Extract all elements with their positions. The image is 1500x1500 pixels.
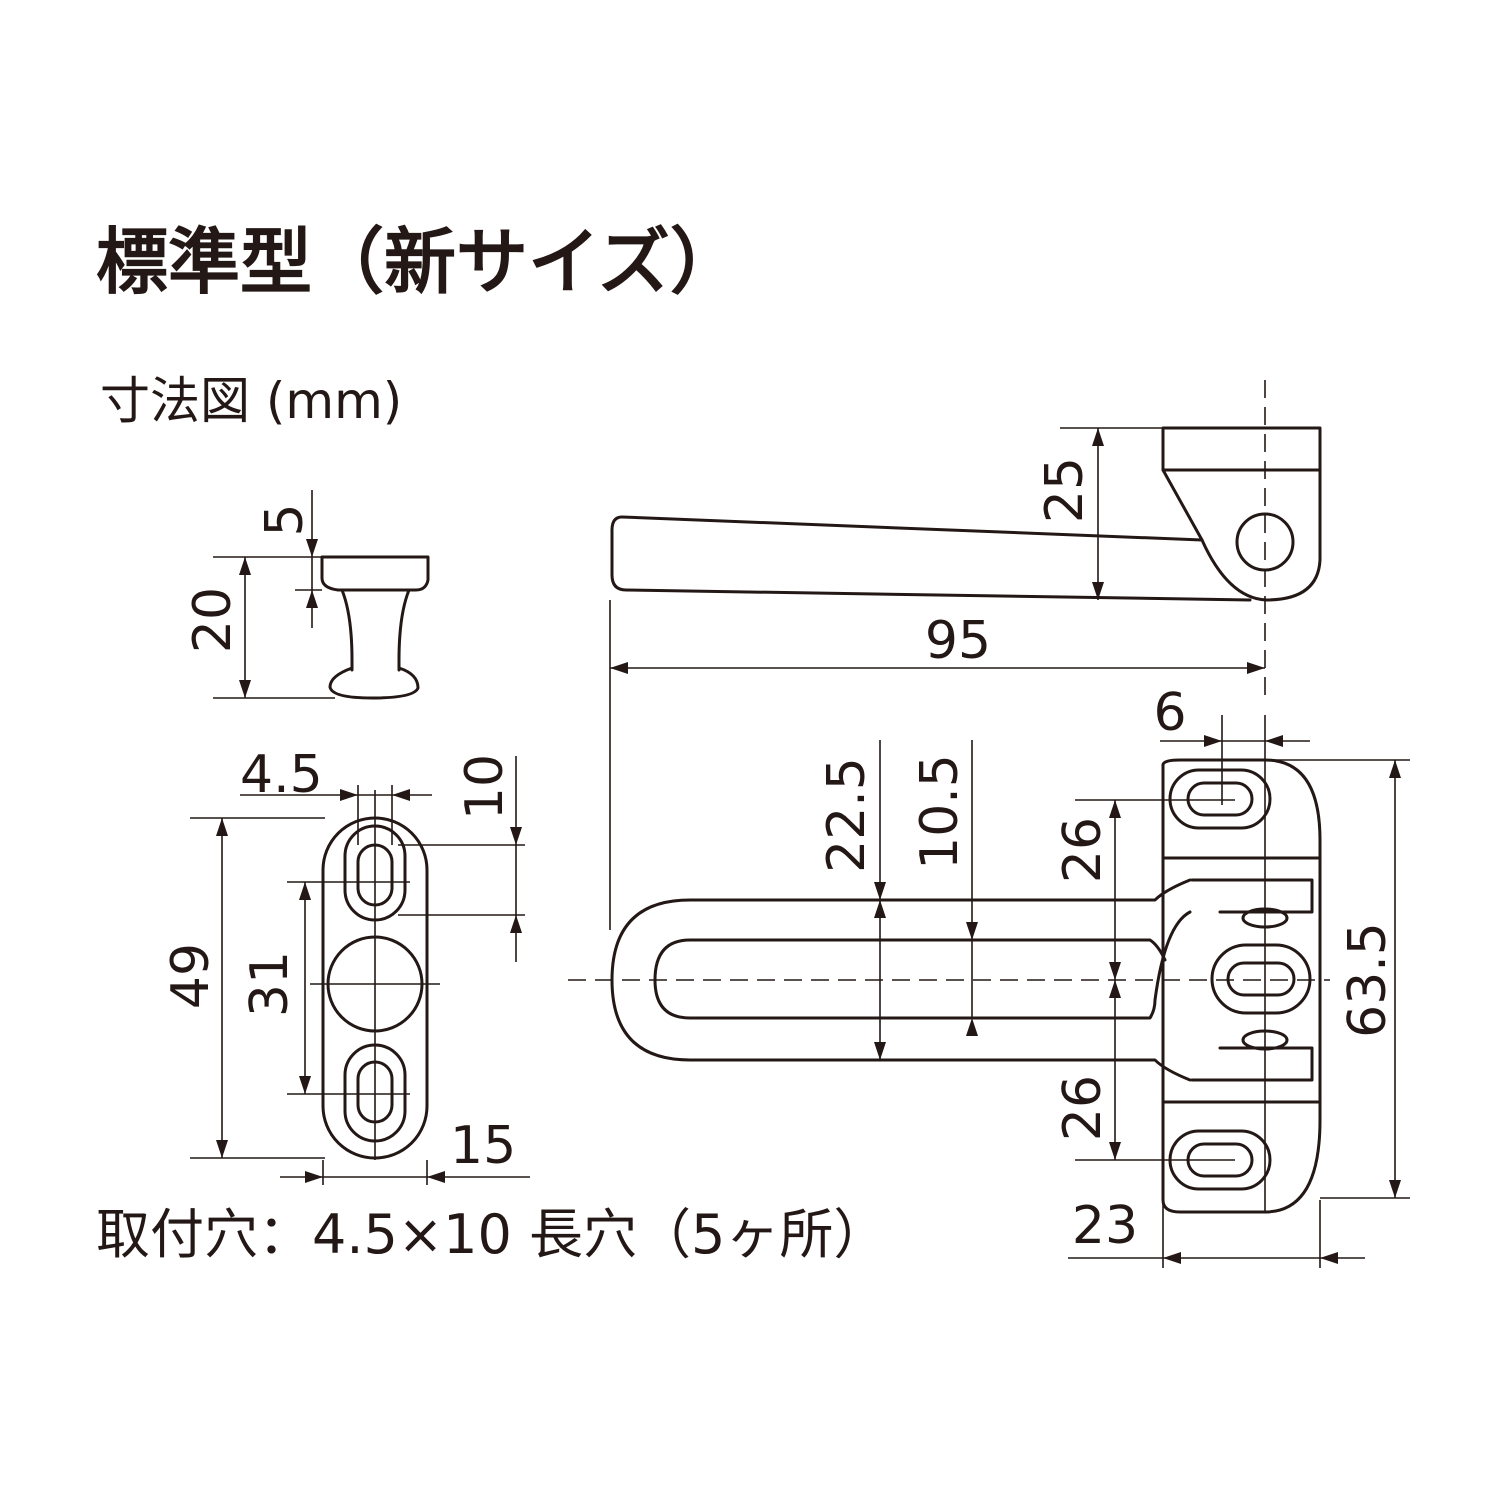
drawing-title: 標準型（新サイズ） [96, 220, 742, 304]
dim-arm-height: 25 [1035, 457, 1095, 523]
base-top-view: 6 63.5 26 26 22.5 10.5 23 [568, 683, 1410, 1268]
dim-slot-width: 4.5 [240, 745, 323, 805]
dim-pitch-lower: 26 [1053, 1075, 1113, 1141]
dim-base-height: 63.5 [1338, 922, 1398, 1038]
dim-outer-width: 22.5 [817, 757, 877, 873]
dim-base-width: 23 [1072, 1196, 1138, 1256]
mounting-hole-note: 取付穴：4.5×10 長穴（5ヶ所） [96, 1203, 888, 1266]
dim-slot-length: 10 [455, 754, 515, 820]
arm-dim-marks [610, 428, 1265, 674]
dim-plate-width: 15 [450, 1116, 516, 1176]
drawing-subtitle: 寸法図 (mm) [100, 372, 403, 430]
dim-hole-pitch: 31 [240, 951, 300, 1017]
dim-knob-cap: 5 [255, 503, 315, 536]
dim-pitch-upper: 26 [1053, 817, 1113, 883]
plate-dim-marks [216, 789, 522, 1183]
knob-dim-marks [239, 539, 318, 698]
dim-slot-offset: 6 [1153, 683, 1186, 743]
dim-inner-width: 10.5 [910, 754, 970, 870]
dim-plate-height: 49 [161, 943, 221, 1009]
mounting-plate-front-view: 4.5 10 49 31 15 [161, 745, 530, 1185]
arm-side-view: 25 95 [609, 380, 1322, 930]
knob-side-view: 5 20 [183, 490, 430, 700]
dim-arm-length: 95 [925, 611, 991, 671]
base-dim-marks [874, 735, 1401, 1264]
dim-knob-height: 20 [183, 587, 243, 653]
